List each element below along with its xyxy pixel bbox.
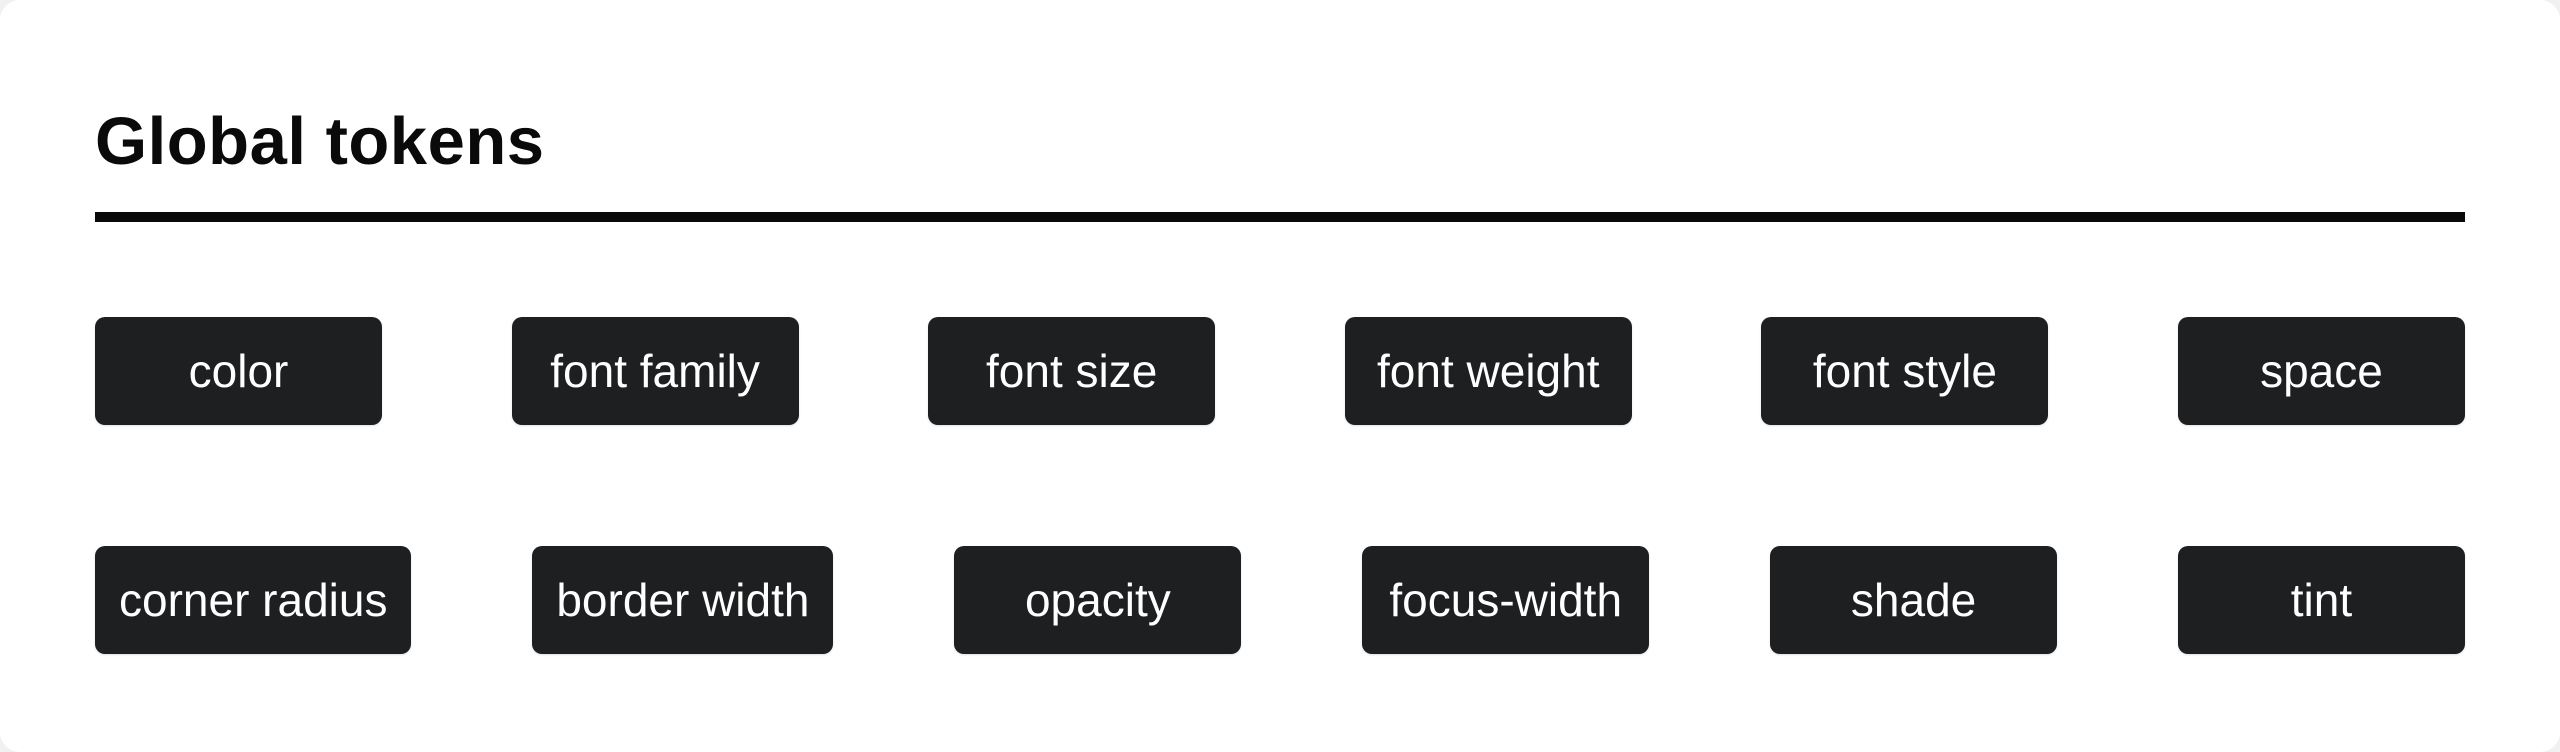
token-chip-corner-radius[interactable]: corner radius xyxy=(95,546,412,654)
token-chip-font-style[interactable]: font style xyxy=(1761,317,2049,425)
token-chip-font-family[interactable]: font family xyxy=(511,317,799,425)
token-chip-opacity[interactable]: opacity xyxy=(954,546,1242,654)
token-chip-color[interactable]: color xyxy=(95,317,382,425)
page-title: Global tokens xyxy=(95,104,545,179)
token-chip-shade[interactable]: shade xyxy=(1770,546,2058,654)
token-row-2: corner radius border width opacity focus… xyxy=(95,546,2465,654)
token-chip-space[interactable]: space xyxy=(2177,317,2465,425)
token-chip-tint[interactable]: tint xyxy=(2177,546,2465,654)
token-chip-font-weight[interactable]: font weight xyxy=(1344,317,1632,425)
token-chip-focus-width[interactable]: focus-width xyxy=(1362,546,1650,654)
token-row-1: color font family font size font weight … xyxy=(95,317,2465,425)
token-chip-border-width[interactable]: border width xyxy=(532,546,834,654)
title-underline-rule xyxy=(95,212,2465,222)
token-chip-font-size[interactable]: font size xyxy=(928,317,1216,425)
